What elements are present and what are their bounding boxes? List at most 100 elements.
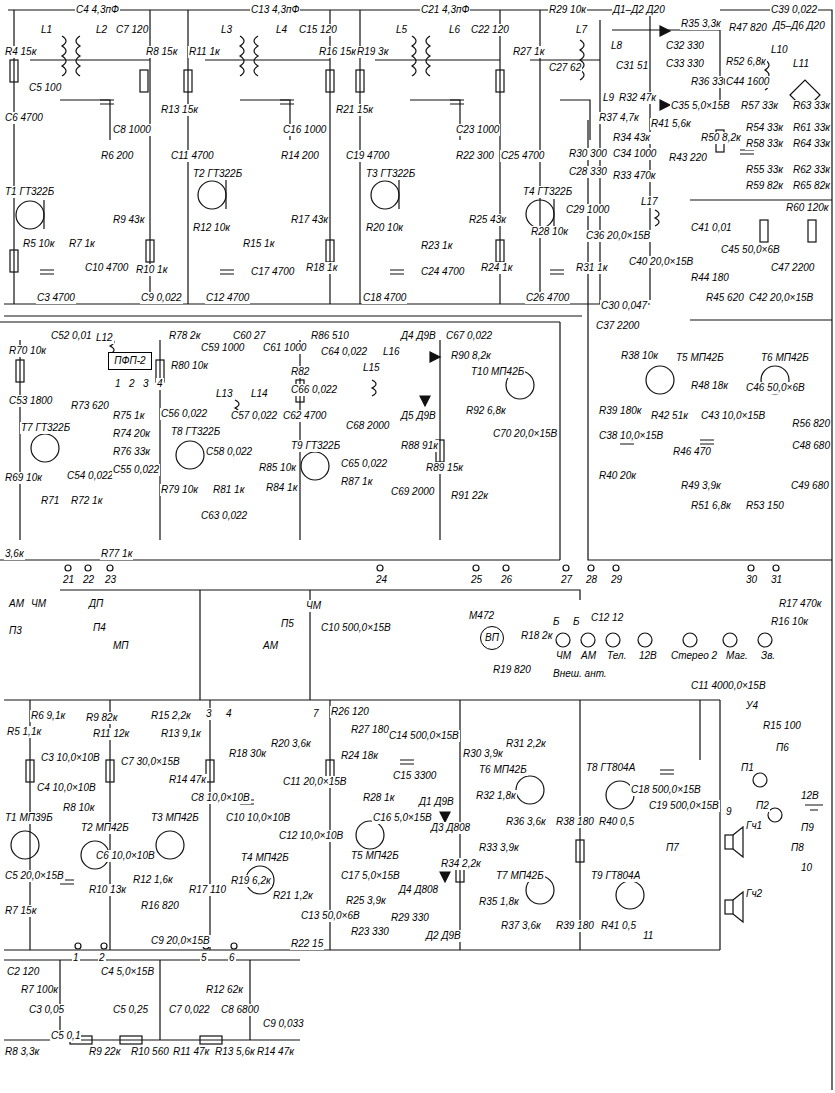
coil-symbol xyxy=(655,210,659,226)
component-label: R38 10к xyxy=(620,350,659,362)
component-label: Д1 Д9В xyxy=(418,796,455,808)
capacitor-symbol xyxy=(660,770,674,774)
wire xyxy=(4,949,720,950)
component-label: C53 1800 xyxy=(8,395,53,407)
component-label: R51 6,8к xyxy=(690,500,732,512)
resistor-symbol xyxy=(326,240,334,262)
component-label: C3 4700 xyxy=(36,292,76,304)
component-label: 24 xyxy=(375,574,388,586)
wire xyxy=(4,1039,300,1040)
component-label: 11 xyxy=(642,930,654,942)
wire xyxy=(690,199,832,200)
component-label: 2 xyxy=(98,952,106,964)
component-label: C70 20,0×15В xyxy=(492,428,558,440)
diode-symbol xyxy=(420,396,430,406)
speaker-symbol xyxy=(725,900,733,914)
component-label: R32 1,8к xyxy=(475,790,517,802)
component-label: R42 51к xyxy=(650,410,689,422)
component-label: R16 15к xyxy=(318,46,357,58)
component-label: R41 0,5 xyxy=(600,920,637,932)
transistor-symbol xyxy=(371,181,399,209)
transistor-symbol xyxy=(356,821,384,849)
component-label: C3 10,0×10В xyxy=(40,752,101,764)
component-label: T6 МП42Б xyxy=(760,352,810,364)
wire xyxy=(530,59,600,60)
connector-pin xyxy=(101,943,107,949)
component-label: L10 xyxy=(770,44,789,56)
component-label: R28 1к xyxy=(362,792,395,804)
connector-pin xyxy=(581,633,595,647)
connector-pin xyxy=(748,565,754,571)
speaker-symbol xyxy=(725,827,743,922)
connector-pin xyxy=(231,943,237,949)
component-label: C2 120 xyxy=(6,966,40,978)
component-label: C9 20,0×15В xyxy=(150,935,211,947)
component-label: R8 3,3к xyxy=(4,1046,40,1058)
connector-pin xyxy=(563,565,569,571)
component-label: C5 0,25 xyxy=(112,1004,149,1016)
transistor-symbol xyxy=(31,434,59,462)
component-label: R36 330 xyxy=(690,76,730,88)
transistor-symbol xyxy=(616,881,644,909)
component-label: R9 82к xyxy=(85,712,118,724)
component-label: R22 15 xyxy=(290,938,324,950)
connector-pin xyxy=(723,633,737,647)
component-label: C4 4,3пФ xyxy=(75,4,120,16)
component-label: L17 xyxy=(640,196,659,208)
component-label: C59 1000 xyxy=(200,342,245,354)
component-label: 31 xyxy=(770,574,783,586)
component-label: C12 4700 xyxy=(205,292,250,304)
component-label: C66 0,022 xyxy=(290,384,338,396)
component-label: R7 1к xyxy=(68,238,96,250)
component-label: Тел. xyxy=(606,650,627,662)
component-label: T7 ГТ322Б xyxy=(20,422,71,434)
component-label: C15 120 xyxy=(298,24,338,36)
transistor-symbol xyxy=(16,201,44,229)
component-label: R73 620 xyxy=(70,400,110,412)
component-label: Д4 Д9В xyxy=(400,330,437,342)
component-label: C11 4700 xyxy=(170,150,215,162)
component-label: R46 470 xyxy=(672,446,712,458)
component-label: R23 330 xyxy=(350,926,390,938)
component-label: T3 МП42Б xyxy=(150,812,200,824)
component-label: C9 0,022 xyxy=(140,292,183,304)
transistor-symbol xyxy=(11,831,39,859)
lamp-symbol xyxy=(768,808,782,822)
capacitor-symbol xyxy=(400,760,414,764)
component-label: C14 500,0×15В xyxy=(388,730,460,742)
resistor-symbol xyxy=(106,760,114,782)
component-label: R20 10к xyxy=(365,222,404,234)
resistor-symbol xyxy=(760,220,768,242)
wire xyxy=(205,59,330,60)
component-label: R37 3,6к xyxy=(500,920,542,932)
component-label: ЧМ xyxy=(30,598,47,610)
capacitor-symbol xyxy=(280,100,294,104)
lamp-symbol xyxy=(753,773,767,787)
resistor-symbol xyxy=(206,760,214,782)
component-label: C42 20,0×15В xyxy=(748,292,814,304)
component-label: R16 820 xyxy=(140,900,180,912)
component-label: R20 3,6к xyxy=(270,738,312,750)
component-label: C26 4700 xyxy=(525,292,570,304)
connector-pin xyxy=(683,633,697,647)
component-label: R15 1к xyxy=(242,238,275,250)
component-label: C21 4,3пФ xyxy=(420,4,470,16)
component-label: 10 xyxy=(800,862,813,874)
connector-pin xyxy=(75,943,81,949)
component-label: T8 ГТ322Б xyxy=(170,426,221,438)
component-label: R65 82к xyxy=(792,180,831,192)
component-label: R84 1к xyxy=(265,482,298,494)
component-label: C9 0,033 xyxy=(262,1018,305,1030)
component-label: L14 xyxy=(250,388,269,400)
component-label: R8 15к xyxy=(145,46,178,58)
component-label: C8 10,0×10В xyxy=(190,792,251,804)
component-label: R57 33к xyxy=(740,100,779,112)
wire xyxy=(4,699,720,700)
diode-symbol xyxy=(430,352,440,362)
lamp-symbol xyxy=(805,805,823,810)
component-label: T5 МП42Б xyxy=(350,850,400,862)
wire xyxy=(59,960,60,1040)
component-label: C48 680 xyxy=(791,440,831,452)
component-label: R12 1,6к xyxy=(132,874,174,886)
component-label: C32 330 xyxy=(665,40,705,52)
